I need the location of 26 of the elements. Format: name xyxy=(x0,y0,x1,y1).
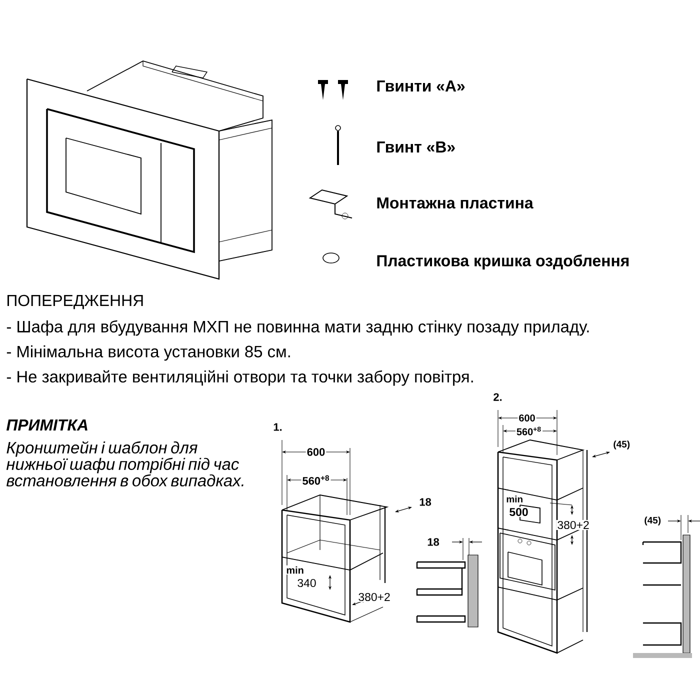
label: 380+2 xyxy=(357,592,392,602)
label: min xyxy=(505,494,524,504)
label: Кронштейн і шаблон для нижньої шафи потрібні під час встановлення в обох випадках. xyxy=(6,441,244,486)
label: 500 xyxy=(508,506,530,518)
label: ПОПЕРЕДЖЕННЯ xyxy=(8,294,143,310)
label: (45) xyxy=(614,440,630,450)
label: 560$^{+8}$ xyxy=(515,426,543,436)
label: 560$^{+8}$ xyxy=(301,474,331,486)
label: min xyxy=(285,565,305,575)
label: Гвинти «А» xyxy=(377,80,465,92)
label: 600 xyxy=(518,413,536,423)
label: Пластикова кришка оздоблення xyxy=(377,254,629,270)
label: 2. xyxy=(494,393,502,401)
label: - Шафа для вбудування МХП не повинна мати задню стінку позаду приладу. xyxy=(6,320,589,336)
label: Гвинт «В» xyxy=(377,142,455,152)
label: 18 xyxy=(428,538,440,546)
label: 600 xyxy=(306,447,326,457)
label: 18 xyxy=(420,498,432,506)
label: 1. xyxy=(274,423,282,431)
label: - Мінімальна висота установки 85 см. xyxy=(6,345,290,361)
label: Монтажна пластина xyxy=(377,197,534,209)
label: 380+2 xyxy=(556,520,590,530)
label: - Не закривайте вентиляційні отвори та точки забору повітря. xyxy=(6,370,473,386)
label: ПРИМІТКА xyxy=(6,420,88,430)
label: 340 xyxy=(296,578,318,588)
label: (45) xyxy=(644,516,661,526)
